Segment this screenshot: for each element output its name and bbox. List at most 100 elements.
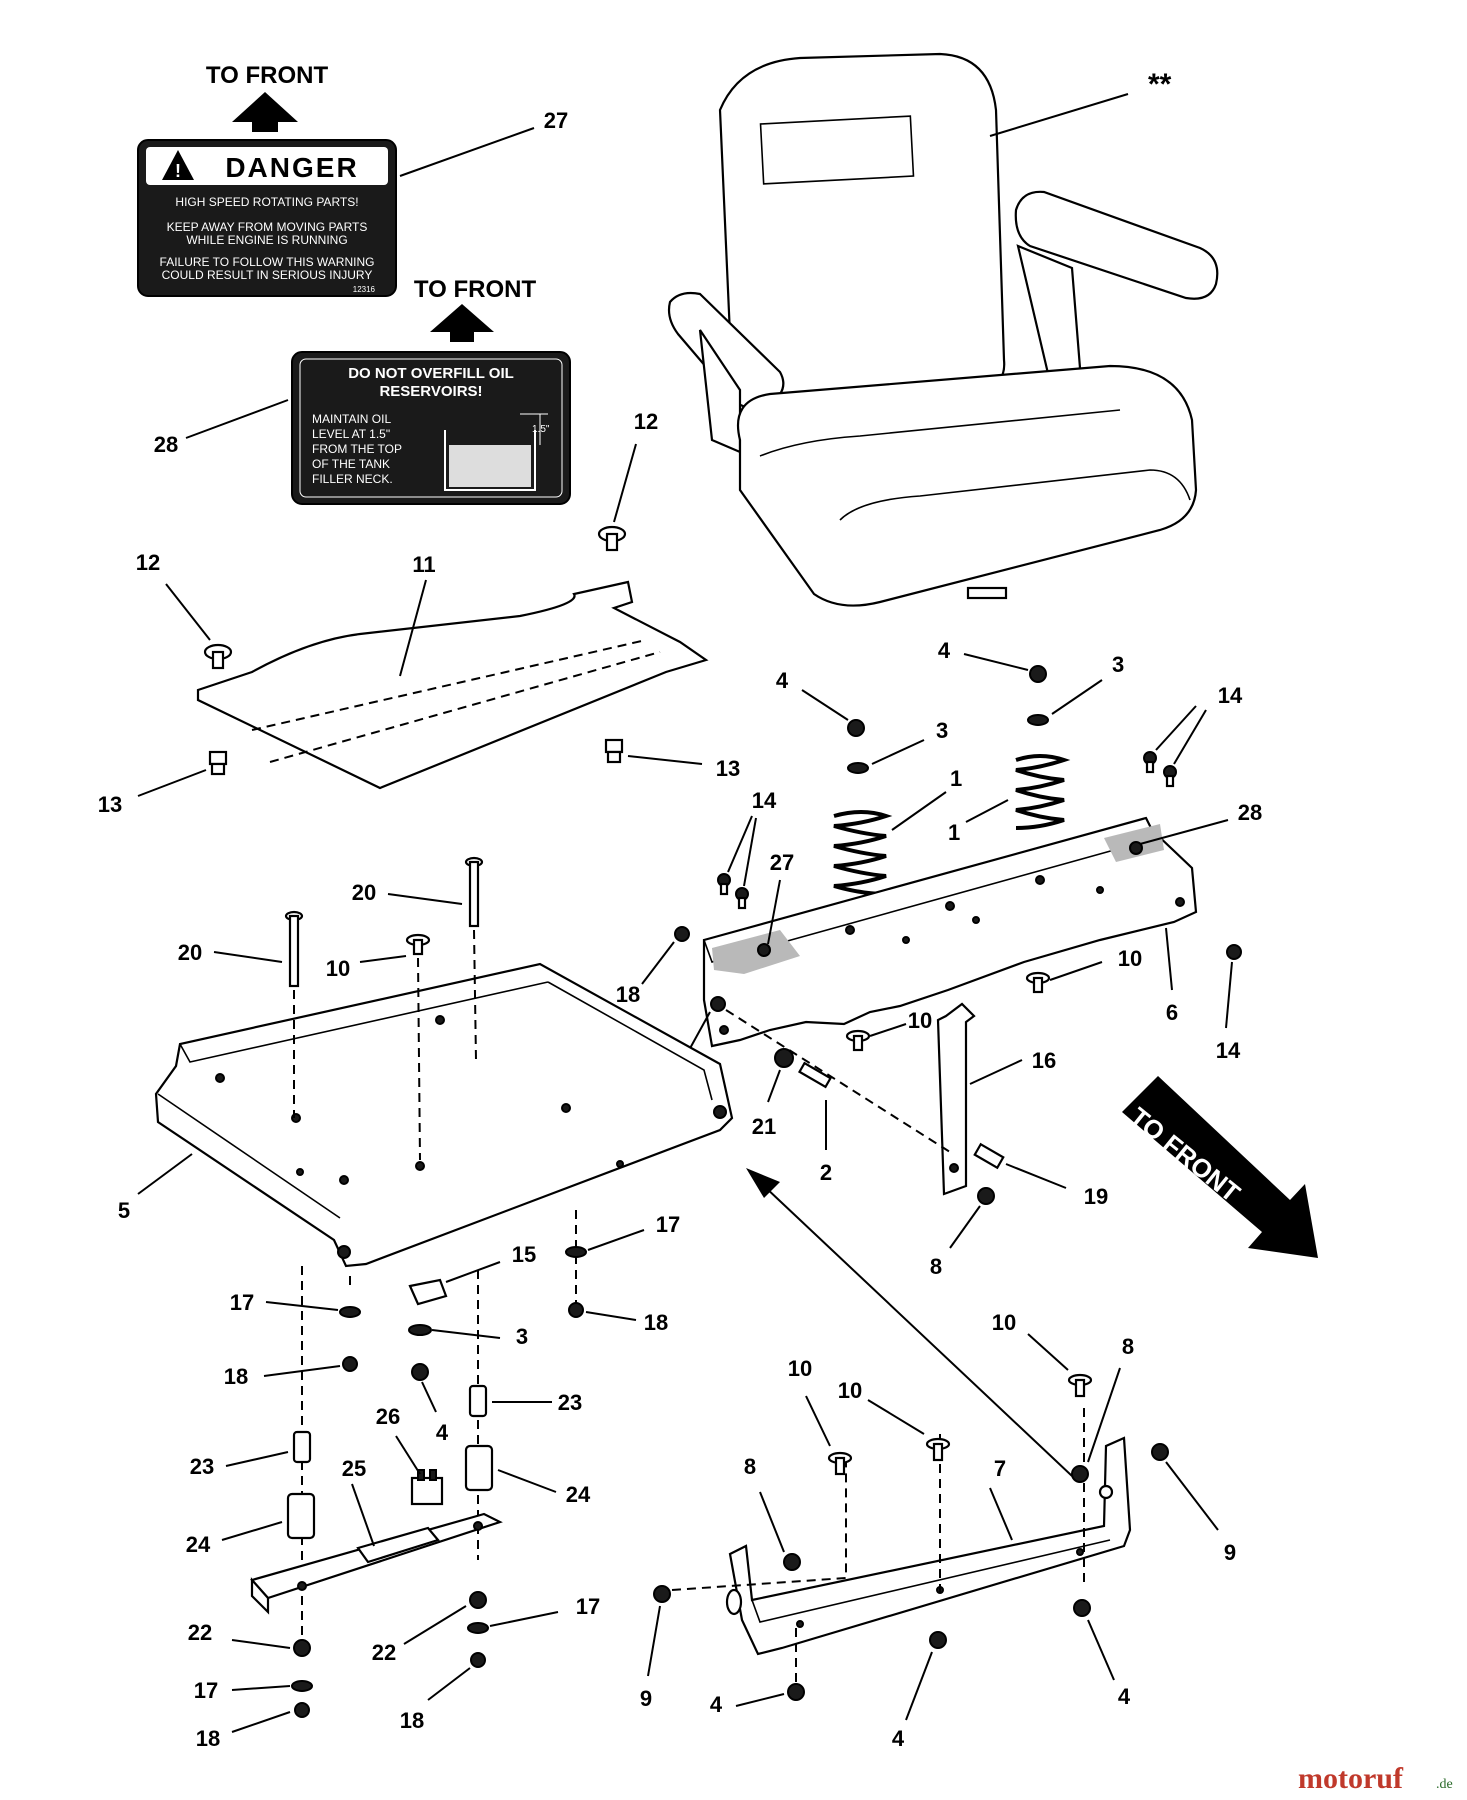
oil-title: RESERVOIRS!	[379, 383, 482, 400]
seat-assembly: **	[667, 52, 1219, 607]
callout-label: 14	[1216, 1038, 1241, 1063]
svg-text:!: !	[175, 161, 181, 181]
bolts-14-upper-right: 14	[1143, 683, 1243, 788]
callout-label: 22	[372, 1640, 396, 1665]
callout-label: 10	[992, 1310, 1016, 1335]
callout-label: 1	[950, 766, 962, 791]
up-arrow-icon	[232, 92, 298, 132]
callout-label: 10	[788, 1356, 812, 1381]
bushing-24-left: 24	[186, 1492, 316, 1557]
washer-3-upper-right: 3	[1027, 652, 1124, 726]
pin-19: 19	[973, 1142, 1108, 1209]
bolt-10-a: 10	[1025, 946, 1142, 994]
watermark-suffix: .de	[1436, 1777, 1453, 1792]
danger-decal: ! DANGER HIGH SPEED ROTATING PARTS! KEEP…	[137, 139, 397, 297]
callout-label: 14	[752, 788, 777, 813]
bolt-20-left: 20	[178, 910, 304, 988]
callout-label: 6	[1166, 1000, 1178, 1025]
to-front-label: TO FRONT	[206, 62, 329, 89]
callout-label: 4	[436, 1420, 449, 1445]
callout-label: 10	[1118, 946, 1142, 971]
callout-label: 7	[994, 1456, 1006, 1481]
part-5-base-plate: 5	[118, 962, 734, 1268]
bushing-24-right: 24	[464, 1444, 591, 1507]
callout-label: 4	[1118, 1684, 1131, 1709]
callout-label: **	[1148, 68, 1172, 101]
nut-4-bottom-b: 4	[892, 1631, 947, 1751]
callout-label: 16	[1032, 1048, 1056, 1073]
oil-decal: DO NOT OVERFILL OIL RESERVOIRS! MAINTAIN…	[291, 351, 571, 505]
callout-label: 3	[1112, 652, 1124, 677]
callout-label: 3	[936, 718, 948, 743]
callout-label: 18	[644, 1310, 668, 1335]
callout-label: 23	[190, 1454, 214, 1479]
callout-label: 24	[566, 1482, 591, 1507]
danger-line: COULD RESULT IN SERIOUS INJURY	[162, 268, 373, 282]
oil-line: FILLER NECK.	[312, 472, 393, 486]
nut-4-lower-left: 4	[411, 1363, 449, 1445]
callout-label: 4	[938, 638, 951, 663]
callout-label: 5	[118, 1198, 130, 1223]
washer-3-upper-left: 3	[847, 718, 948, 774]
nut-18-left-upper: 18	[224, 1356, 358, 1389]
callout-label: 20	[178, 940, 202, 965]
bolts-14-left: 14	[717, 788, 777, 910]
nut-9-right: 9	[1151, 1443, 1236, 1565]
spring-right: 1	[948, 754, 1071, 845]
callout-label: 19	[1084, 1184, 1108, 1209]
danger-line: WHILE ENGINE IS RUNNING	[186, 233, 347, 247]
callout-label: 18	[400, 1708, 424, 1733]
callout-label: 25	[342, 1456, 366, 1481]
part-11-plate: 11	[196, 552, 709, 790]
bolt-8-lower-right: 8	[1071, 1334, 1134, 1483]
fastener-12-right: 12	[597, 409, 658, 552]
callout-label: 14	[1218, 683, 1243, 708]
callout-label: 24	[186, 1532, 211, 1557]
bolt-10-c: 10	[326, 933, 431, 981]
callout-label: 18	[196, 1726, 220, 1751]
bolt-10-f: 10	[992, 1310, 1093, 1398]
callout-label: 4	[776, 668, 789, 693]
callout-label: 21	[752, 1114, 776, 1139]
watermark-brand: motoruf	[1298, 1762, 1404, 1795]
callout-label: 15	[512, 1242, 536, 1267]
fastener-13-left: 13	[98, 750, 228, 817]
oil-line: OF THE TANK	[312, 457, 390, 471]
danger-line: KEEP AWAY FROM MOVING PARTS	[167, 220, 368, 234]
to-front-indicator-middle: TO FRONT	[414, 276, 536, 342]
callout-label: 18	[224, 1364, 248, 1389]
part-6-channel: 6 28 27	[702, 800, 1262, 1048]
callout-label: 27	[544, 108, 568, 133]
bolt-2: 2	[798, 1061, 832, 1185]
lower-right-hardware: 22 17 18	[372, 1591, 600, 1733]
callout-label: 2	[820, 1160, 832, 1185]
oil-title: DO NOT OVERFILL OIL	[348, 365, 514, 382]
bolt-10-e: 10	[838, 1378, 951, 1462]
callout-label: 1	[948, 820, 960, 845]
bolt-10-d: 10	[788, 1356, 853, 1476]
oil-tank-icon	[444, 413, 548, 491]
callout-label: 18	[616, 982, 640, 1007]
callout-label: 10	[908, 1008, 932, 1033]
callout-label: 4	[892, 1726, 905, 1751]
danger-line: HIGH SPEED ROTATING PARTS!	[175, 195, 358, 209]
diagonal-arrow-icon	[1122, 1076, 1318, 1258]
lower-left-hardware: 22 17 18	[188, 1620, 313, 1751]
part-7-bracket: 7	[725, 1436, 1132, 1656]
callout-label: 9	[640, 1686, 652, 1711]
part-16-bracket: 16	[936, 1002, 1056, 1196]
washer-17-right-upper: 17	[565, 1212, 680, 1258]
washer-17-left-upper: 17	[230, 1290, 361, 1318]
up-arrow-icon	[430, 304, 494, 342]
bolt-10-b: 10	[845, 1008, 932, 1052]
nut-4-bottom-c: 4	[1073, 1599, 1131, 1709]
callout-label: 17	[576, 1594, 600, 1619]
nut-4-upper-right: 4	[938, 638, 1047, 683]
callout-label: 28	[154, 432, 178, 457]
danger-title: DANGER	[225, 152, 358, 183]
callout-label: 11	[412, 552, 435, 577]
watermark-logo: motoruf .de	[1298, 1762, 1453, 1795]
fastener-12-left: 12	[136, 550, 233, 670]
bolt-20-right: 20	[352, 856, 484, 928]
callout-label: 4	[710, 1692, 723, 1717]
